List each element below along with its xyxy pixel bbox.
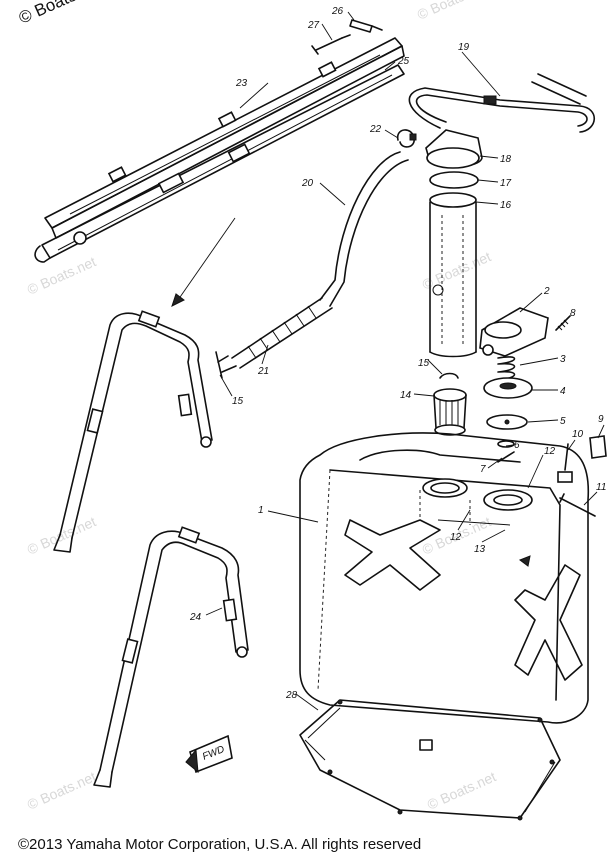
fuel-cock-cover-2 bbox=[479, 307, 549, 357]
copyright-notice: ©2013 Yamaha Motor Corporation, U.S.A. A… bbox=[18, 836, 422, 853]
callout-6: 6 bbox=[514, 440, 520, 451]
leader-lines bbox=[205, 11, 605, 711]
gauge-cap-18 bbox=[425, 129, 483, 169]
callout-7: 7 bbox=[480, 464, 486, 475]
fwd-arrow: FWD bbox=[185, 734, 233, 774]
callout-20: 20 bbox=[301, 178, 314, 189]
callout-11: 11 bbox=[596, 482, 606, 493]
callout-19: 19 bbox=[458, 42, 470, 53]
watermark: © Boats.net bbox=[25, 253, 99, 297]
u-strap-24 bbox=[93, 526, 249, 788]
pin-11 bbox=[559, 493, 596, 517]
fuel-hose-20 bbox=[319, 151, 409, 307]
clamp-22 bbox=[396, 129, 417, 148]
callout-2: 2 bbox=[543, 286, 550, 297]
strap-band-23 bbox=[44, 37, 405, 239]
clip-15 bbox=[439, 372, 459, 379]
plate-4 bbox=[483, 377, 533, 399]
callout-10: 10 bbox=[572, 429, 584, 440]
callout-4: 4 bbox=[560, 386, 566, 397]
o-ring-17 bbox=[429, 171, 479, 189]
callout-13: 13 bbox=[474, 544, 486, 555]
watermark: © Boats.net bbox=[415, 0, 489, 23]
spring-guard-21 bbox=[217, 297, 333, 373]
watermark: © Boats.net bbox=[425, 768, 499, 812]
callout-18: 18 bbox=[500, 154, 512, 165]
callout-12: 12 bbox=[544, 446, 556, 457]
hose-clip-15 bbox=[215, 351, 223, 379]
callout-14: 14 bbox=[400, 390, 412, 401]
callout-21: 21 bbox=[257, 366, 269, 377]
callout-27: 27 bbox=[307, 20, 320, 31]
callout-25: 25 bbox=[397, 56, 410, 67]
bolt-27 bbox=[311, 34, 351, 55]
u-strap-upper bbox=[53, 310, 213, 553]
tank-mat-28 bbox=[299, 699, 561, 821]
callout-17: 17 bbox=[500, 178, 512, 189]
callout-16: 16 bbox=[500, 200, 512, 211]
callout-3: 3 bbox=[560, 354, 566, 365]
callouts: 1 2 3 4 5 6 7 8 9 10 11 12 12 13 14 15 1… bbox=[189, 6, 606, 701]
bolt-26 bbox=[349, 19, 383, 33]
callout-28: 28 bbox=[285, 690, 298, 701]
callout-15b: 15 bbox=[232, 396, 244, 407]
callout-26: 26 bbox=[331, 6, 344, 17]
spring-3 bbox=[497, 356, 516, 381]
callout-12b: 12 bbox=[450, 532, 462, 543]
callout-8: 8 bbox=[570, 308, 576, 319]
watermark-top-left: © Boats bbox=[16, 0, 79, 28]
washer-6 bbox=[497, 440, 515, 448]
watermark: © Boats.net bbox=[25, 768, 99, 812]
callout-15: 15 bbox=[418, 358, 430, 369]
fuel-filter-14 bbox=[433, 388, 467, 436]
pickup-tube-16 bbox=[429, 192, 477, 358]
callout-9: 9 bbox=[598, 414, 604, 425]
vent-hose-19 bbox=[408, 73, 596, 133]
strap-band-25 bbox=[34, 64, 405, 263]
gasket-5 bbox=[486, 414, 528, 430]
fuel-tank-1 bbox=[299, 432, 590, 724]
assembly-arrow bbox=[171, 217, 236, 307]
cap-9 bbox=[589, 435, 607, 459]
callout-22: 22 bbox=[369, 124, 382, 135]
callout-23: 23 bbox=[235, 78, 248, 89]
callout-5: 5 bbox=[560, 416, 566, 427]
callout-1: 1 bbox=[258, 505, 264, 516]
callout-24: 24 bbox=[189, 612, 202, 623]
